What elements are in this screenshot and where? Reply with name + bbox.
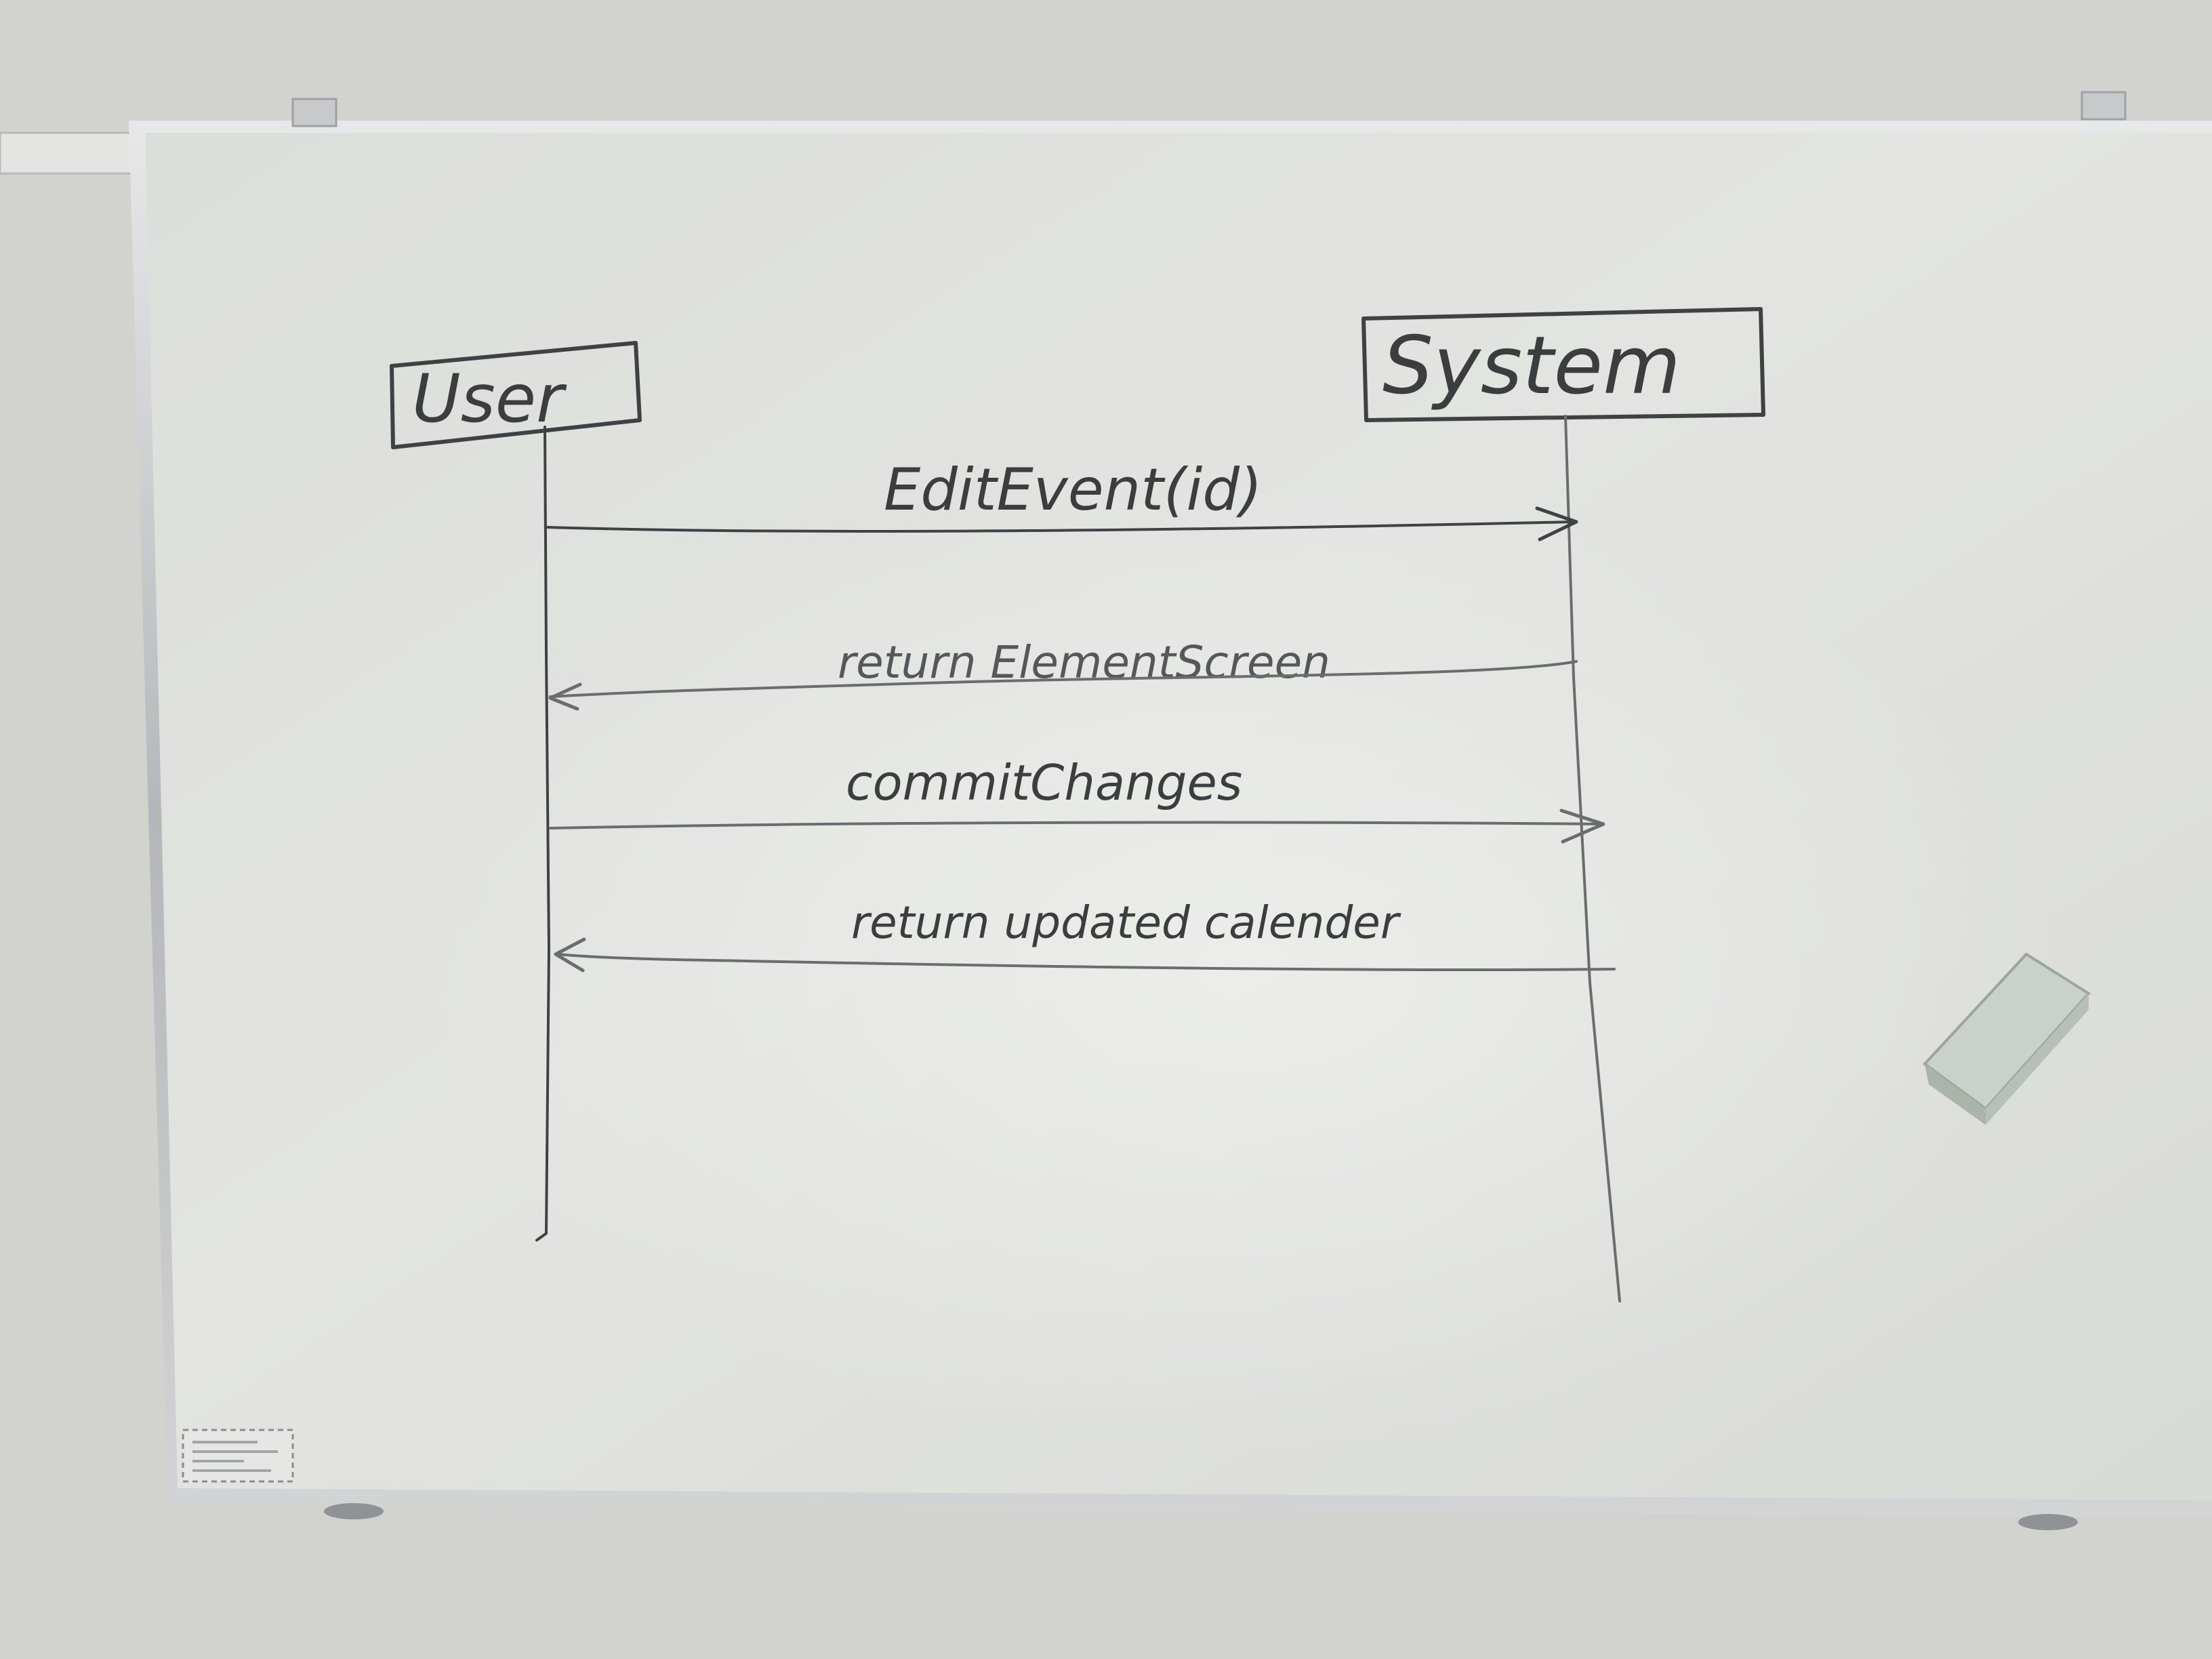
- eraser[interactable]: [1923, 952, 2091, 1125]
- board-clip-left: [291, 98, 337, 127]
- message-4-label: return updated calender: [851, 897, 1401, 949]
- message-3-label: commitChanges: [846, 754, 1242, 811]
- board-label-sticker: [182, 1429, 294, 1483]
- participant-system: System: [1361, 307, 1765, 422]
- message-1-label: EditEvent(id): [884, 456, 1263, 524]
- label-sticker-lines: [192, 1441, 278, 1472]
- board-foot-left: [324, 1503, 384, 1519]
- wall-rail: [0, 131, 134, 175]
- message-3-commit-changes: commitChanges: [549, 754, 1605, 844]
- lifeline-user: [535, 426, 550, 1242]
- board-foot-right: [2018, 1514, 2078, 1530]
- participant-system-label: System: [1382, 319, 1681, 412]
- message-4-return-updated-calender: return updated calender: [554, 897, 1616, 972]
- lifeline-system: [1564, 415, 1621, 1303]
- board-clip-right: [2081, 91, 2127, 121]
- participant-user: User: [390, 341, 642, 449]
- message-1-edit-event: EditEvent(id): [546, 456, 1578, 541]
- participant-user-label: User: [412, 361, 567, 438]
- message-2-return-element-screen: return ElementScreen: [548, 636, 1578, 711]
